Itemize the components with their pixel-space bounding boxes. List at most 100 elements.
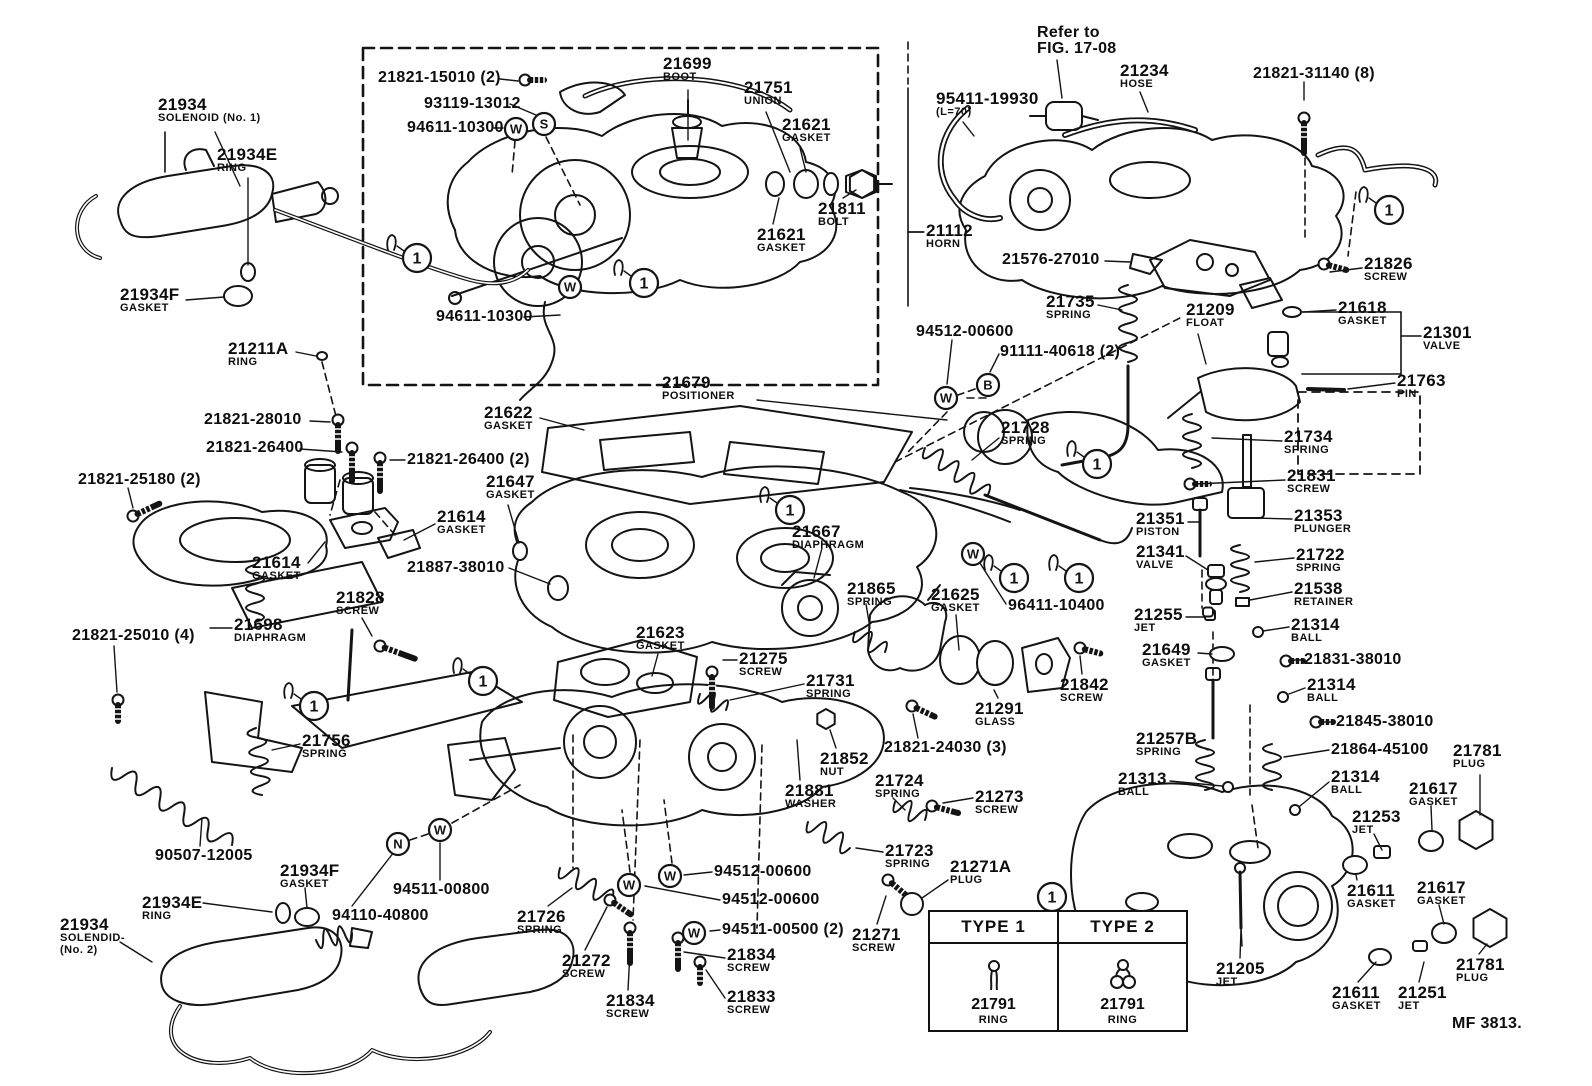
diaphragm-stack-art (132, 458, 523, 773)
callout-letter-n: N (385, 831, 411, 857)
screw-art (671, 931, 685, 972)
svg-text:W: W (940, 391, 953, 406)
gasket-ring-art (976, 640, 1014, 686)
svg-text:1: 1 (1385, 203, 1394, 220)
callout-letter-w: W (681, 920, 707, 946)
screw-art (693, 955, 707, 986)
float-valve-art (1167, 331, 1346, 422)
small-hardware (111, 73, 1508, 986)
screw-art (1073, 641, 1104, 658)
callout-letter-w: W (933, 385, 959, 411)
pump-cluster-art (781, 487, 1071, 693)
callout-letter-w: W (616, 872, 642, 898)
svg-text:1: 1 (1075, 571, 1084, 588)
plug-hex-art (1472, 908, 1508, 948)
spring-coil-art (921, 447, 992, 496)
callout-1-marker: 1 (386, 234, 433, 274)
screw-art (603, 893, 634, 918)
spring-coil-art (110, 767, 234, 846)
screw-art (905, 699, 938, 720)
ball-art (1277, 691, 1289, 703)
callout-1-marker: 1 (1066, 440, 1113, 480)
gasket-ring-art (1418, 830, 1444, 852)
gasket-ring-art (939, 635, 981, 685)
ball-art (1252, 626, 1264, 638)
type2-cell: 21791 RING (1059, 944, 1186, 1030)
screw-art (1317, 257, 1350, 274)
svg-text:1: 1 (640, 276, 649, 293)
svg-text:W: W (664, 869, 677, 884)
svg-text:1: 1 (1048, 890, 1057, 907)
gasket-ring-art (1342, 855, 1368, 875)
svg-text:1: 1 (786, 503, 795, 520)
ball-art (1289, 804, 1301, 816)
spring-coil-art (1195, 739, 1215, 791)
svg-text:S: S (540, 117, 549, 132)
ball-art (1222, 781, 1234, 793)
screw-art (925, 799, 962, 816)
screw-art (331, 413, 345, 454)
plug-hex-art (848, 169, 876, 199)
type2-ring-icon (1109, 959, 1136, 989)
spring-coil-art (1262, 743, 1282, 791)
air-horn-assembly-art (937, 101, 1439, 309)
callout-1-marker: 1 (1036, 881, 1068, 913)
spring-coil-art (557, 867, 615, 901)
svg-text:B: B (983, 378, 992, 393)
svg-text:N: N (393, 837, 402, 852)
svg-text:1: 1 (1010, 571, 1019, 588)
spring-coil-art (1118, 284, 1138, 363)
screw-art (111, 693, 125, 724)
ring-type-table: TYPE 1 TYPE 2 21791 RING 21791 RING (928, 910, 1188, 1032)
solenoid1-art (75, 148, 530, 286)
plug-hex-art (1458, 810, 1494, 850)
gasket-ring-art (316, 351, 328, 361)
type2-header: TYPE 2 (1090, 917, 1155, 936)
construction-lines (164, 87, 1422, 375)
type2-part-number: 21791 (1100, 996, 1145, 1013)
callout-1-marker: 1 (759, 486, 806, 526)
callout-1-marker: 1 (1358, 186, 1405, 226)
inset-carburetor-art (446, 76, 893, 401)
spring-coil-art (852, 630, 888, 654)
spring-coil-art (315, 925, 353, 950)
power-piston-art (1192, 434, 1265, 740)
inset-dashed-box (361, 46, 880, 387)
callout-letter-w: W (557, 274, 583, 300)
callout-letter-w: W (960, 541, 986, 567)
callout-1-marker: 1 (613, 259, 660, 299)
type1-part-number: 21791 (971, 996, 1016, 1013)
solenoid2-art (160, 926, 575, 1076)
screw-art (1297, 111, 1311, 156)
svg-text:W: W (623, 878, 636, 893)
svg-text:1: 1 (479, 674, 488, 691)
spring-coil-art (805, 820, 851, 855)
gasket-ring-art (793, 169, 819, 199)
gasket-ring-art (351, 521, 373, 535)
type2-part-name: RING (1107, 1014, 1138, 1026)
positioner-art (899, 364, 1421, 545)
spring-coil-art (1182, 413, 1202, 469)
screw-art (1279, 654, 1306, 668)
main-body-art (447, 405, 938, 827)
callout-letter-b: B (975, 372, 1001, 398)
svg-text:W: W (434, 823, 447, 838)
svg-text:W: W (967, 547, 980, 562)
gasket-ring-art (1431, 922, 1457, 944)
plug-hex-art (816, 708, 836, 730)
screw-art (126, 500, 163, 523)
spring-coils (110, 284, 1282, 950)
type1-header: TYPE 1 (930, 912, 1059, 942)
svg-text:W: W (510, 122, 523, 137)
spring-coil-art (246, 727, 271, 796)
gasket-ring-art (823, 172, 839, 196)
callout-letter-w: W (657, 863, 683, 889)
gasket-ring-art (512, 541, 528, 561)
callout-letter-w: W (503, 116, 529, 142)
gasket-ring-art (1209, 646, 1235, 662)
screw-art (705, 665, 719, 710)
jet-art (1373, 845, 1391, 859)
